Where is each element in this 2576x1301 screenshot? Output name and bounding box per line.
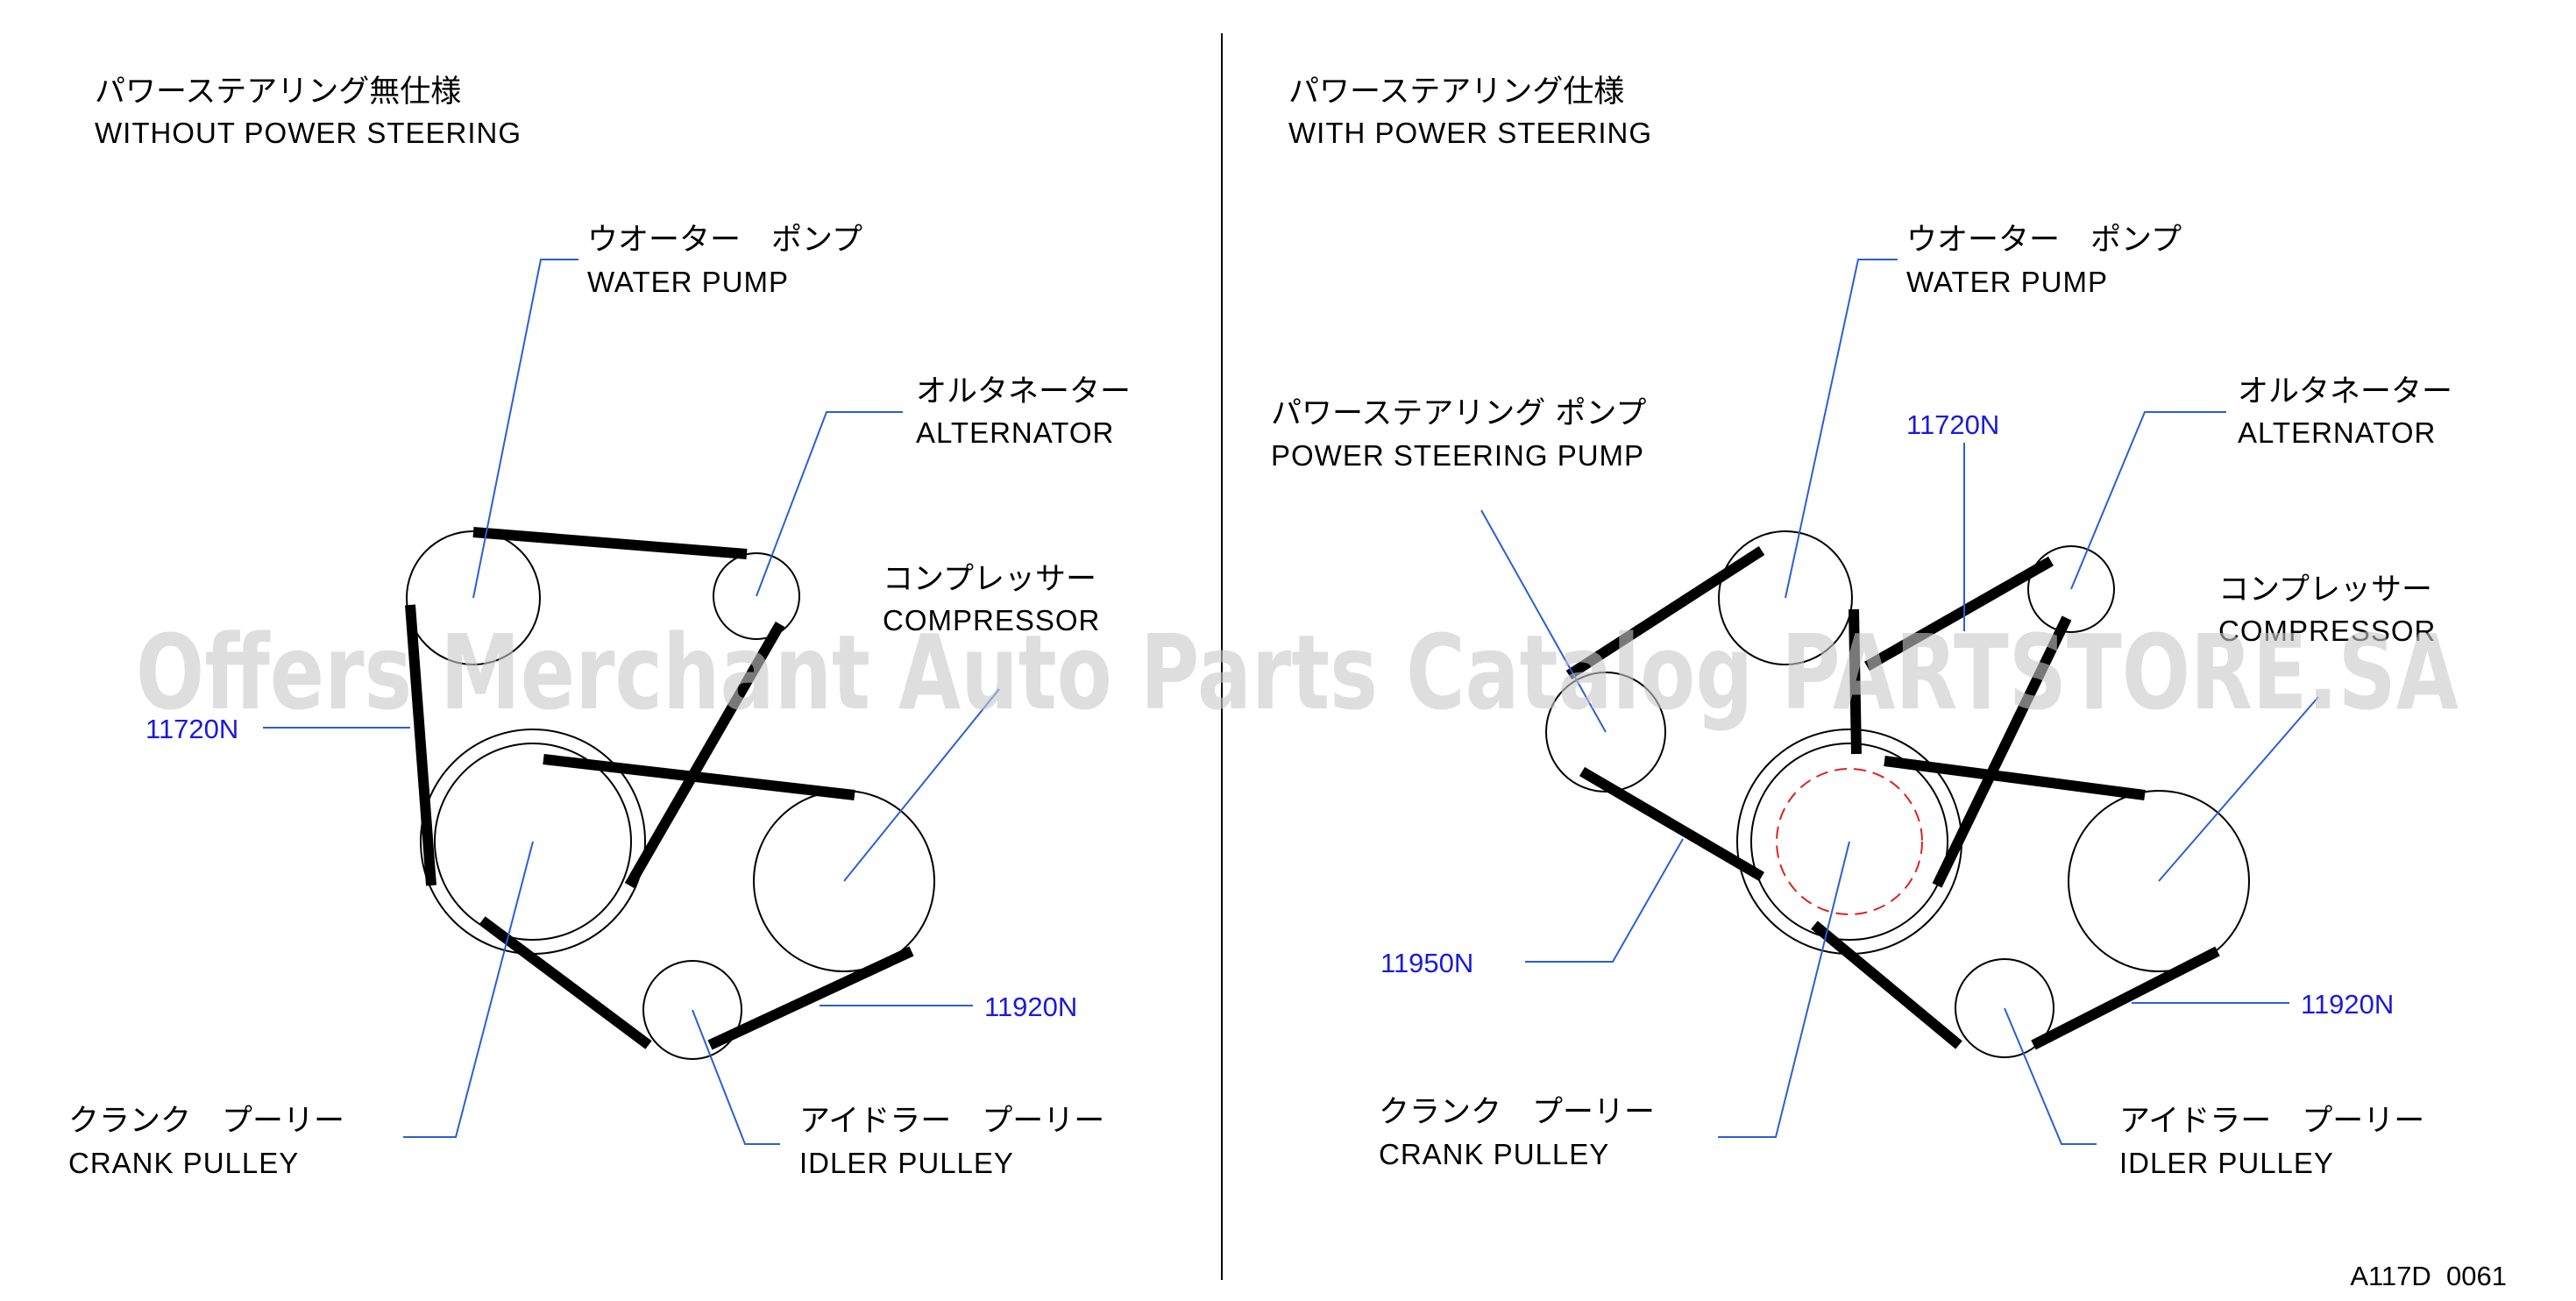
left-alternator-pulley — [713, 552, 800, 640]
right-alternator-pulley — [2027, 545, 2115, 633]
right-idler-pulley — [1955, 958, 2054, 1058]
right-part-11920: 11920N — [2301, 989, 2394, 1020]
right-compressor-jp: コンプレッサー — [2218, 572, 2432, 608]
right-ps-pump-pulley — [1545, 672, 1666, 793]
right-compressor-en: COMPRESSOR — [2218, 615, 2436, 647]
right-compressor-pulley — [2068, 790, 2250, 972]
right-water-pump-en: WATER PUMP — [1906, 266, 2108, 298]
right-panel: パワーステアリング仕様 WITH POWER STEERING — [1271, 75, 2452, 1179]
left-crank-pulley-jp: クランク プーリー — [68, 1104, 344, 1139]
left-crank-pulley-en: CRANK PULLEY — [68, 1147, 299, 1179]
left-alternator-jp: オルタネーター — [916, 374, 1131, 409]
right-part-11950: 11950N — [1380, 948, 1473, 978]
right-crank-pulley-jp: クランク プーリー — [1379, 1095, 1655, 1130]
right-title-jp: パワーステアリング仕様 — [1288, 75, 1624, 110]
left-title-en: WITHOUT POWER STEERING — [95, 117, 522, 149]
right-crank-pulley-inner — [1750, 743, 1948, 941]
right-crank-hub-dashed — [1776, 768, 1923, 915]
left-idler-pulley-en: IDLER PULLEY — [799, 1147, 1014, 1179]
left-panel: パワーステアリング無仕様 WITHOUT POWER STEERING ウオータ… — [68, 75, 1131, 1179]
right-idler-pulley-en: IDLER PULLEY — [2119, 1147, 2334, 1179]
right-ps-pump-en: POWER STEERING PUMP — [1271, 439, 1644, 472]
left-part-11720: 11720N — [145, 714, 238, 744]
right-water-pump-pulley — [1718, 530, 1853, 665]
right-crank-pulley-en: CRANK PULLEY — [1379, 1138, 1609, 1170]
right-water-pump-jp: ウオーター ポンプ — [1906, 223, 2182, 258]
left-idler-pulley — [642, 960, 742, 1060]
right-title-en: WITH POWER STEERING — [1288, 117, 1652, 149]
left-compressor-pulley — [753, 790, 935, 972]
left-idler-pulley-jp: アイドラー プーリー — [799, 1104, 1104, 1139]
right-ps-pump-jp: パワーステアリング ポンプ — [1271, 396, 1646, 431]
right-part-11720: 11720N — [1906, 409, 1999, 440]
left-alternator-en: ALTERNATOR — [916, 416, 1114, 449]
right-idler-pulley-jp: アイドラー プーリー — [2119, 1104, 2424, 1139]
left-part-11920: 11920N — [984, 992, 1077, 1022]
left-crank-pulley-outer — [420, 729, 646, 955]
right-alternator-jp: オルタネーター — [2238, 374, 2452, 409]
watermark-text: Offers Merchant Auto Parts Catalog PARTS… — [136, 612, 2459, 733]
right-crank-pulley-outer — [1736, 729, 1962, 955]
left-compressor-jp: コンプレッサー — [883, 562, 1096, 597]
left-crank-pulley-inner — [434, 743, 632, 941]
left-water-pump-jp: ウオーター ポンプ — [587, 223, 862, 258]
left-compressor-en: COMPRESSOR — [883, 604, 1100, 636]
diagram-code: A117D 0061 — [2350, 1261, 2507, 1291]
left-water-pump-pulley — [406, 530, 541, 665]
right-alternator-en: ALTERNATOR — [2238, 416, 2436, 449]
left-belt — [405, 527, 914, 1050]
left-title-jp: パワーステアリング無仕様 — [95, 75, 461, 110]
left-water-pump-en: WATER PUMP — [587, 266, 789, 298]
